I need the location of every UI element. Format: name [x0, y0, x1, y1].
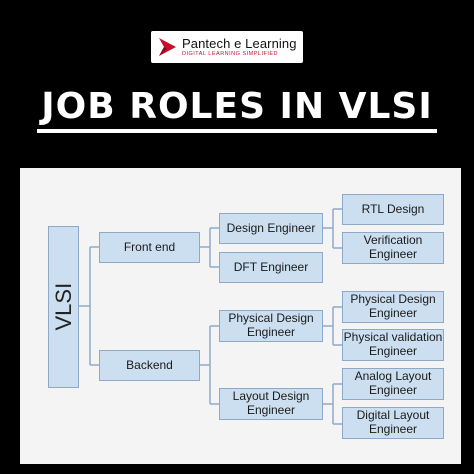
node-front-end: Front end	[99, 232, 200, 263]
node-physical-design-engineer-leaf: Physical Design Engineer	[342, 291, 444, 323]
diagram-panel: VLSI Front end Backend Design Engineer D…	[20, 168, 461, 464]
brand-name: Pantech e Learning	[182, 35, 297, 51]
node-verification-engineer: Verification Engineer	[342, 232, 444, 264]
page-title-text: JOB ROLES IN VLSI	[37, 86, 437, 133]
node-digital-layout-engineer: Digital Layout Engineer	[342, 407, 444, 439]
node-rtl-design: RTL Design	[342, 194, 444, 225]
node-physical-design-engineer: Physical Design Engineer	[219, 310, 323, 342]
node-design-engineer: Design Engineer	[219, 213, 323, 244]
node-physical-validation-engineer: Physical validation Engineer	[342, 329, 444, 361]
page-title: JOB ROLES IN VLSI	[0, 86, 474, 133]
connector-lines	[79, 208, 342, 425]
play-arrow-icon	[159, 38, 176, 56]
node-backend: Backend	[99, 350, 200, 381]
brand-tagline: DIGITAL LEARNING SIMPLIFIED	[182, 50, 279, 57]
brand-logo: Pantech e Learning DIGITAL LEARNING SIMP…	[151, 31, 303, 63]
node-vlsi: VLSI	[48, 226, 79, 388]
node-layout-design-engineer: Layout Design Engineer	[219, 388, 323, 420]
node-analog-layout-engineer: Analog Layout Engineer	[342, 368, 444, 400]
node-vlsi-label: VLSI	[50, 283, 76, 331]
node-dft-engineer: DFT Engineer	[219, 252, 323, 283]
